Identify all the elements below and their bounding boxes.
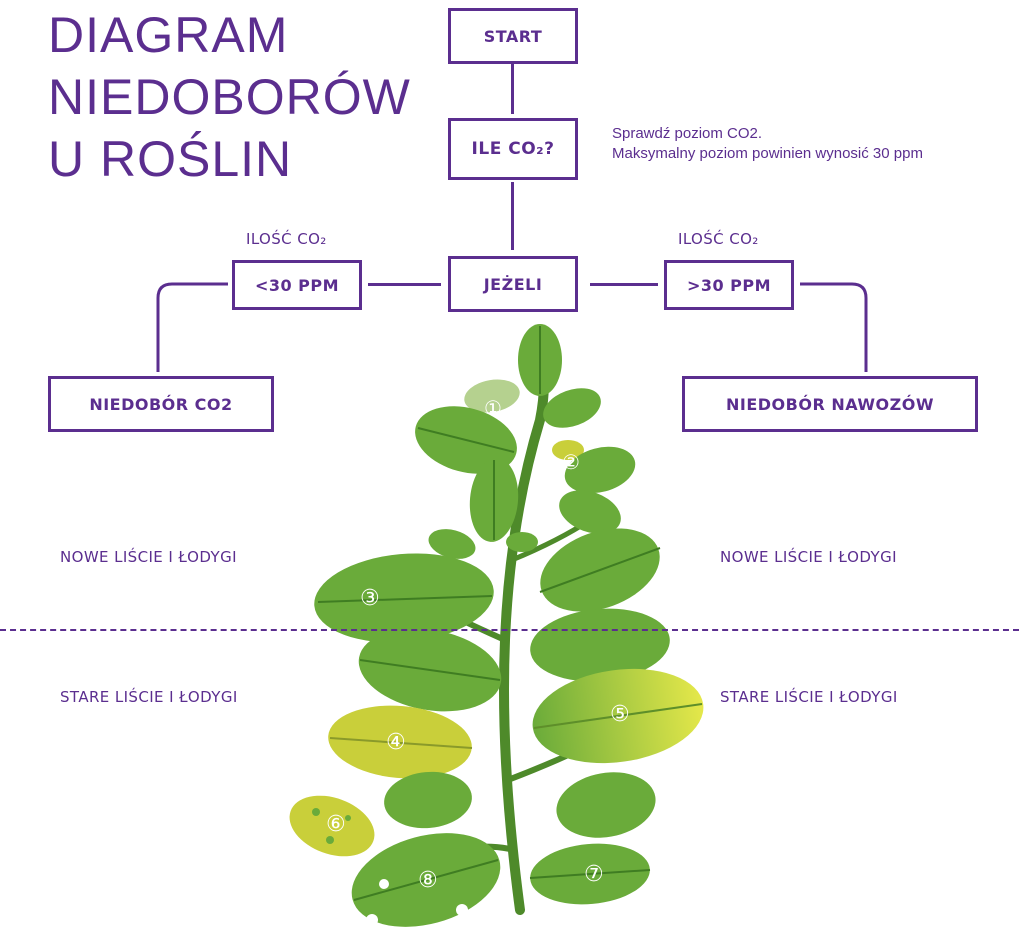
section-divider bbox=[0, 629, 1019, 631]
marker-5: ⑤ bbox=[610, 702, 630, 727]
marker-8: ⑧ bbox=[418, 868, 438, 893]
leaf-left-low bbox=[382, 768, 475, 831]
leaf-small-mid bbox=[506, 532, 538, 552]
leaf-top bbox=[518, 324, 562, 396]
marker-6: ⑥ bbox=[326, 812, 346, 837]
marker-3: ③ bbox=[360, 586, 380, 611]
leaf-right-low bbox=[551, 765, 661, 845]
marker-1: ① bbox=[484, 396, 502, 420]
marker-2: ② bbox=[562, 450, 580, 474]
marker-7: ⑦ bbox=[584, 862, 604, 887]
marker-4: ④ bbox=[386, 730, 406, 755]
